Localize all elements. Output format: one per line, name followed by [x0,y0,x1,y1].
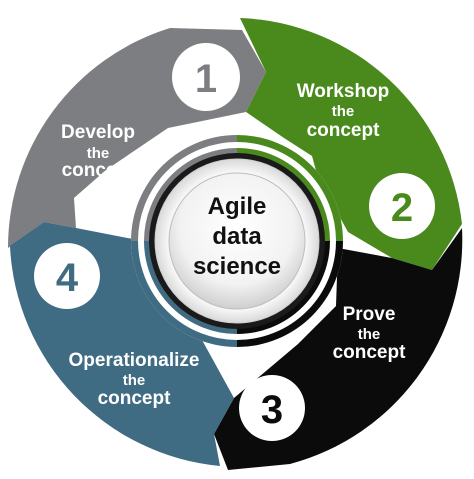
prove-line-1: Prove [343,304,396,325]
badge-3-number: 3 [261,388,283,432]
center-disc [168,172,306,310]
label-workshop: Workshop the concept [297,81,390,141]
separator-ring [138,142,336,340]
label-prove: Prove the concept [333,304,407,363]
prove-line-2: the [358,326,381,343]
workshop-line-2: the [332,103,355,120]
badge-1-number: 1 [195,57,217,101]
badge-2: 2 [369,173,435,239]
develop-line-1: Develop [61,122,135,143]
badge-1: 1 [172,43,240,111]
operationalize-line-3: concept [98,388,172,409]
operationalize-line-1: Operationalize [69,350,200,371]
develop-line-3: concept [62,160,136,181]
center-line-1: Agile [208,193,267,220]
prove-line-3: concept [333,342,407,363]
badge-3: 3 [239,375,305,441]
label-operationalize: Operationalize the concept [69,350,200,409]
operationalize-line-2: the [123,372,146,389]
center-line-2: data [212,223,262,250]
develop-line-2: the [87,145,110,162]
badge-4: 4 [34,243,100,309]
badge-2-number: 2 [391,186,413,230]
badge-4-number: 4 [56,256,79,300]
label-develop: Develop the concept [61,122,135,181]
workshop-line-1: Workshop [297,81,390,102]
workshop-line-3: concept [307,120,381,141]
center-line-3: science [193,253,281,280]
